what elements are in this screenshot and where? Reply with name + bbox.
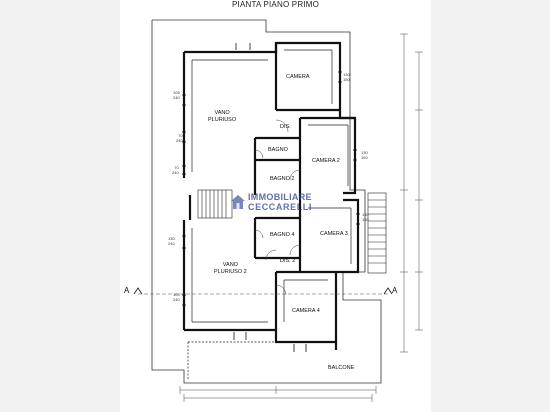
- room-label-vano-pluriuso: VANO PLURIUSO: [208, 110, 237, 123]
- door-swings: [254, 119, 301, 296]
- window-dim-left-2: 70 240: [176, 133, 183, 143]
- stair: [197, 189, 233, 219]
- window-dim-left-5: 105 240: [173, 292, 180, 302]
- watermark-line-1: IMMOBILIARE: [248, 192, 312, 202]
- room-label-dis: DIS.: [280, 124, 291, 130]
- section-marker-left: A: [124, 286, 130, 295]
- window-dim-left-3: 70 240: [172, 165, 179, 175]
- window-dim-left-4: 130 240: [168, 236, 175, 246]
- room-label-balcone: BALCONE: [328, 365, 355, 371]
- dimension-lines-bottom: [179, 386, 377, 402]
- window-dim-left-1: 105 240: [173, 90, 180, 100]
- room-label-vano-pluriuso-2: VANO PLURIUSO 2: [214, 262, 247, 275]
- interior-lines: [187, 49, 352, 380]
- room-label-camera-2: CAMERA 2: [312, 158, 340, 164]
- room-label-camera-3: CAMERA 3: [320, 231, 348, 237]
- window-openings: [182, 43, 360, 352]
- plan-title: PIANTA PIANO PRIMO: [231, 0, 320, 9]
- room-label-bagno-2: BAGNO 2: [270, 176, 295, 182]
- room-label-camera-1: CAMERA: [286, 74, 310, 80]
- window-dim-right-1: 130 150: [343, 72, 350, 82]
- window-dim-right-2: 130 150: [361, 150, 368, 160]
- section-marker-right: A: [392, 286, 398, 295]
- room-label-camera-4: CAMERA 4: [292, 308, 320, 314]
- house-logo-icon: [231, 195, 245, 209]
- dimension-lines-right: [400, 33, 423, 353]
- external-stair: [367, 192, 387, 274]
- walls: [182, 41, 360, 350]
- window-dim-right-3: 130 150: [362, 212, 369, 222]
- room-label-bagno: BAGNO: [268, 147, 288, 153]
- watermark-line-2: CECCARELLI: [248, 202, 312, 212]
- agency-watermark: IMMOBILIARE CECCARELLI: [226, 190, 338, 218]
- room-label-dis-2: DIS. 2: [280, 258, 296, 264]
- room-label-bagno-4: BAGNO 4: [270, 232, 295, 238]
- section-arrows: [133, 287, 393, 295]
